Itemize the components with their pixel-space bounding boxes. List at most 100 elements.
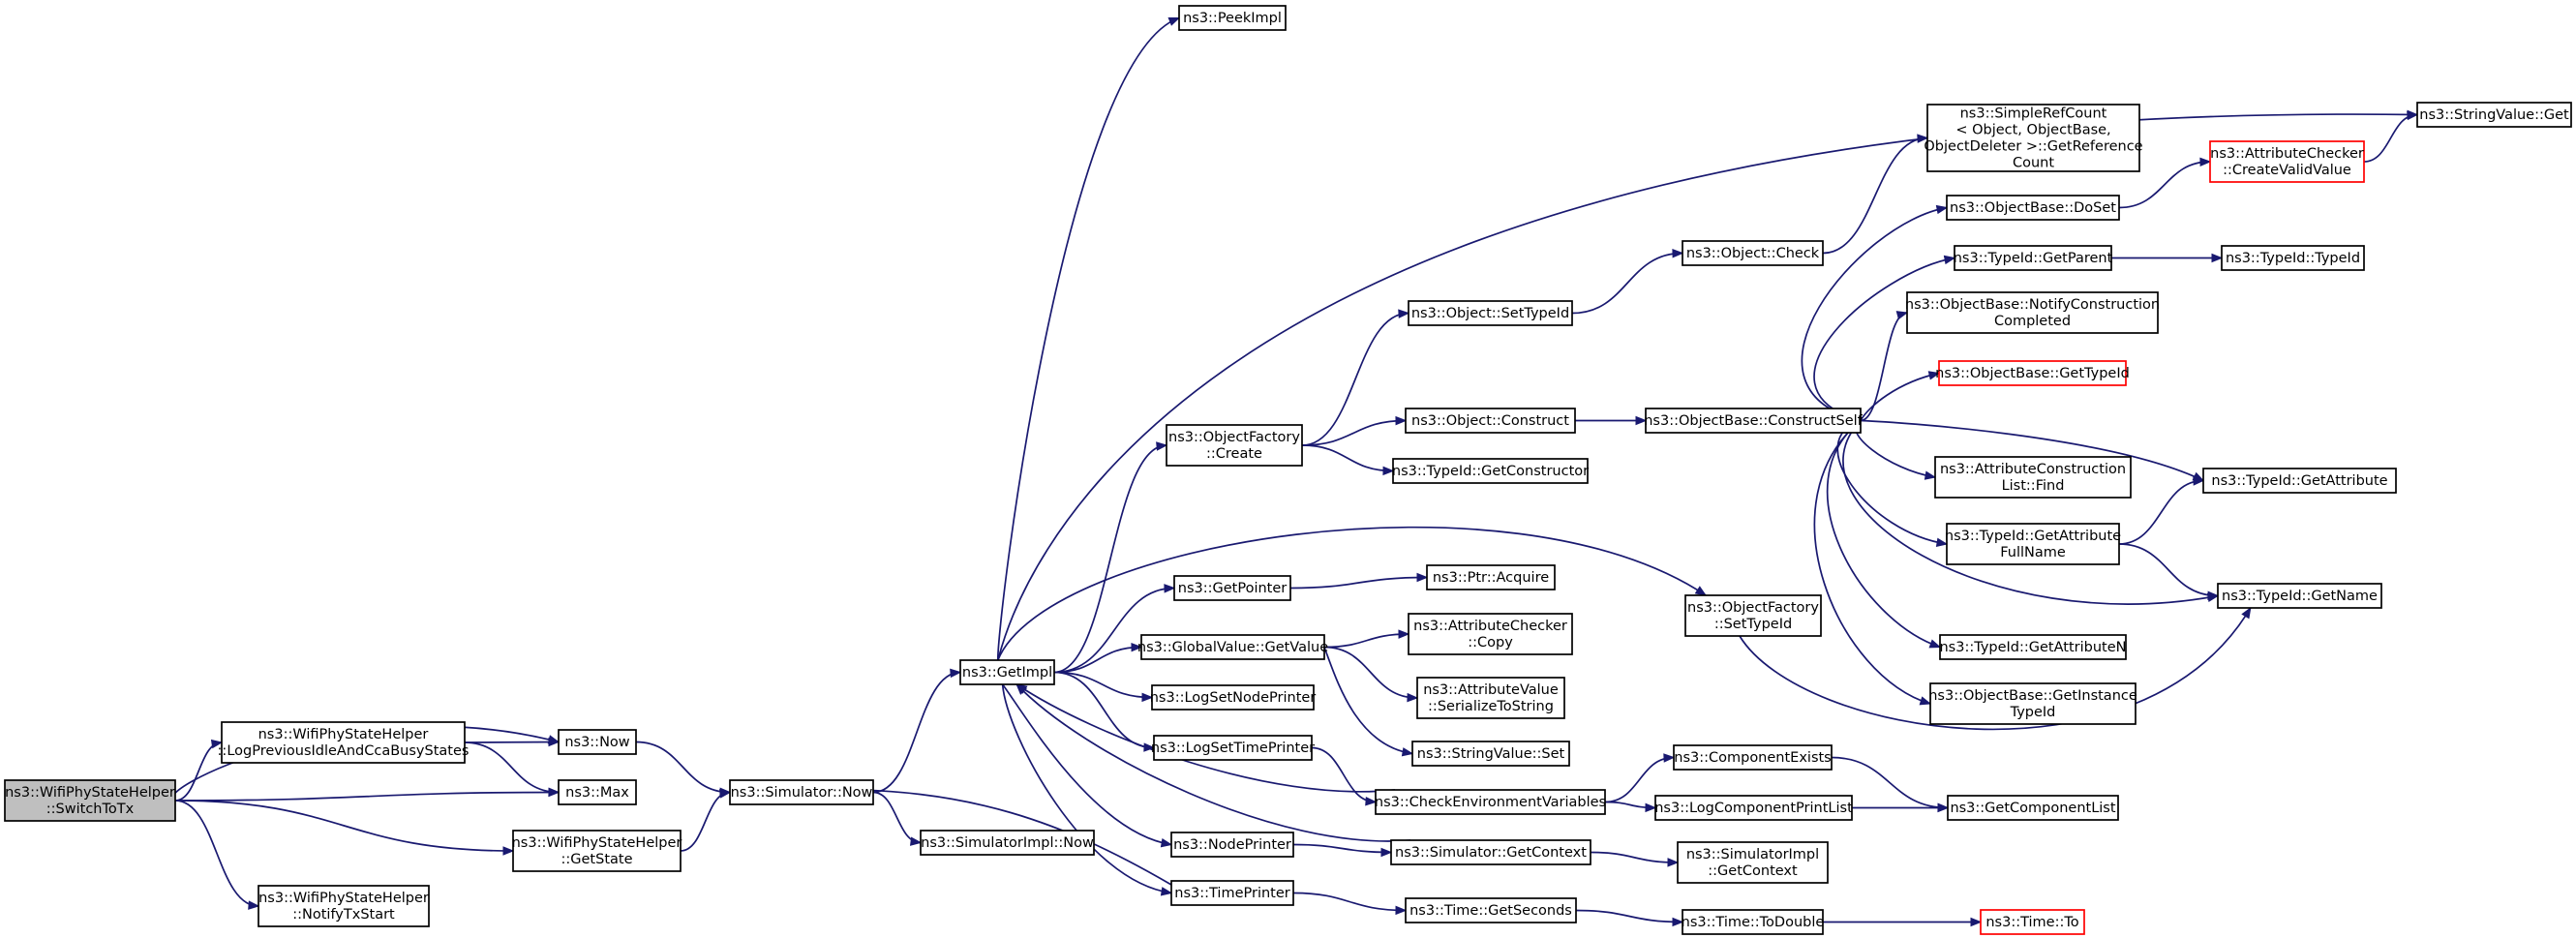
- node-box: [1677, 841, 1829, 884]
- node-ptracquire[interactable]: ns3::Ptr::Acquire: [1426, 564, 1556, 590]
- node-peekimpl[interactable]: ns3::PeekImpl: [1178, 5, 1287, 31]
- node-accreatevalid[interactable]: ns3::AttributeChecker::CreateValidValue: [2209, 140, 2365, 183]
- node-compexists[interactable]: ns3::ComponentExists: [1673, 744, 1833, 771]
- node-box: [2221, 245, 2365, 271]
- node-tidgetattrn[interactable]: ns3::TypeId::GetAttributeN: [1939, 634, 2127, 660]
- arrowhead: [1937, 802, 1950, 813]
- node-label: ns3::Time::ToDouble: [1682, 915, 1825, 930]
- node-timetodouble[interactable]: ns3::Time::ToDouble: [1682, 909, 1825, 935]
- node-logcompprint[interactable]: ns3::LogComponentPrintList: [1654, 795, 1853, 821]
- node-label: ns3::LogSetNodePrinter: [1150, 690, 1317, 706]
- node-objcheck[interactable]: ns3::Object::Check: [1682, 240, 1824, 266]
- edge-simnow-to-getimpl: [872, 668, 962, 794]
- edge-timeprinter-to-timegetseconds: [1292, 892, 1408, 916]
- node-box: [1946, 195, 2120, 221]
- node-gvgetvalue[interactable]: ns3::GlobalValue::GetValue: [1137, 634, 1328, 660]
- arrowhead: [2193, 476, 2205, 486]
- arrowhead: [1141, 692, 1154, 703]
- edge-getimpl-to-peekimpl: [996, 16, 1181, 661]
- node-box: [558, 729, 637, 755]
- node-getconstructor[interactable]: ns3::TypeId::GetConstructor: [1392, 458, 1589, 484]
- node-box: [959, 659, 1055, 685]
- node-ofsettypeid[interactable]: ns3::ObjectFactory::SetTypeId: [1684, 594, 1822, 637]
- node-timegetseconds[interactable]: ns3::Time::GetSeconds: [1405, 897, 1577, 923]
- node-label: ns3::WifiPhyStateHelper: [512, 835, 682, 851]
- node-box: [1426, 564, 1556, 590]
- node-simnow[interactable]: ns3::Simulator::Now: [729, 779, 874, 805]
- arrowhead: [210, 739, 224, 749]
- node-checkenv[interactable]: ns3::CheckEnvironmentVariables: [1375, 789, 1606, 815]
- node-objconstruct[interactable]: ns3::Object::Construct: [1405, 408, 1576, 434]
- node-nodeprinter[interactable]: ns3::NodePrinter: [1170, 832, 1294, 858]
- edge-line: [1860, 312, 1908, 422]
- node-svset[interactable]: ns3::StringValue::Set: [1411, 741, 1570, 767]
- node-tidgetname[interactable]: ns3::TypeId::GetName: [2217, 583, 2382, 609]
- edge-line: [1575, 909, 1683, 923]
- node-box: [1178, 5, 1287, 31]
- node-tidgetattribute[interactable]: ns3::TypeId::GetAttribute: [2202, 468, 2397, 494]
- edge-switchtotx-to-max: [174, 787, 561, 802]
- node-obconstructself[interactable]: ns3::ObjectBase::ConstructSelf: [1644, 408, 1864, 434]
- edge-line: [1739, 607, 2252, 731]
- node-simimplnow[interactable]: ns3::SimulatorImpl::Now: [920, 830, 1095, 856]
- node-box: [1151, 684, 1315, 711]
- node-label: Count: [2013, 156, 2054, 171]
- node-box: [1673, 744, 1833, 771]
- arrowhead: [1928, 639, 1942, 649]
- node-logprev[interactable]: ns3::WifiPhyStateHelper::LogPreviousIdle…: [218, 721, 470, 764]
- arrowhead: [1672, 249, 1684, 258]
- node-simgetcontext[interactable]: ns3::Simulator::GetContext: [1390, 839, 1591, 865]
- edge-line: [2118, 161, 2211, 209]
- node-getpointer[interactable]: ns3::GetPointer: [1173, 575, 1291, 601]
- node-max[interactable]: ns3::Max: [558, 779, 637, 805]
- node-notifytx[interactable]: ns3::WifiPhyStateHelper::NotifyTxStart: [258, 885, 430, 927]
- edge-obdoset-to-accreatevalid: [2118, 157, 2212, 209]
- node-ofcreate[interactable]: ns3::ObjectFactory::Create: [1166, 424, 1303, 467]
- node-simimplgetctx[interactable]: ns3::SimulatorImpl::GetContext: [1677, 841, 1829, 884]
- edge-line: [1822, 136, 1928, 255]
- edge-checkenv-to-logcompprint: [1604, 801, 1657, 813]
- node-timeto[interactable]: ns3::Time::To: [1980, 909, 2085, 935]
- node-logsettime[interactable]: ns3::LogSetTimePrinter: [1151, 735, 1315, 761]
- node-label: ns3::LogComponentPrintList: [1654, 801, 1853, 816]
- node-timeprinter[interactable]: ns3::TimePrinter: [1170, 880, 1294, 906]
- arrowhead: [1645, 802, 1657, 813]
- node-label: ::NotifyTxStart: [292, 907, 395, 923]
- node-logsetnode[interactable]: ns3::LogSetNodePrinter: [1150, 684, 1317, 711]
- node-now[interactable]: ns3::Now: [558, 729, 637, 755]
- edge-line: [1015, 683, 1396, 793]
- node-tidgetparent[interactable]: ns3::TypeId::GetParent: [1954, 245, 2113, 271]
- node-label: ns3::GetPointer: [1178, 581, 1288, 596]
- arrowhead: [1380, 847, 1393, 858]
- edge-tidgetattrfull-to-tidgetattribute: [2118, 476, 2205, 545]
- node-obgettypeid[interactable]: ns3::ObjectBase::GetTypeId: [1935, 360, 2130, 386]
- node-accopy[interactable]: ns3::AttributeChecker::Copy: [1408, 613, 1573, 655]
- node-objsettypeid[interactable]: ns3::Object::SetTypeId: [1408, 300, 1573, 326]
- edge-switchtotx-to-logprev: [174, 739, 224, 802]
- arrowhead: [548, 737, 561, 747]
- edge-line: [2118, 543, 2219, 597]
- arrowhead: [1919, 696, 1932, 706]
- node-getimpl[interactable]: ns3::GetImpl: [959, 659, 1055, 685]
- edge-logcompprint-to-getcomplist: [1852, 802, 1950, 813]
- edge-line: [174, 791, 560, 802]
- node-simplerefcount[interactable]: ns3::SimpleRefCount< Object, ObjectBase,…: [1924, 104, 2143, 172]
- node-obdoset[interactable]: ns3::ObjectBase::DoSet: [1946, 195, 2120, 221]
- node-avserialize[interactable]: ns3::AttributeValue::SerializeToString: [1416, 677, 1565, 719]
- edge-getpointer-to-ptracquire: [1289, 572, 1429, 590]
- node-switchtotx[interactable]: ns3::WifiPhyStateHelper::SwitchToTx: [4, 779, 176, 822]
- edge-line: [1001, 683, 1172, 846]
- node-getcomplist[interactable]: ns3::GetComponentList: [1947, 795, 2119, 821]
- node-getstate[interactable]: ns3::WifiPhyStateHelper::GetState: [512, 830, 682, 872]
- arrowhead: [909, 836, 923, 846]
- node-box: [1411, 741, 1570, 767]
- node-stringvalueget[interactable]: ns3::StringValue::Get: [2416, 102, 2572, 128]
- node-label: ns3::TypeId::GetAttribute: [1945, 529, 2121, 544]
- node-tidtypeid[interactable]: ns3::TypeId::TypeId: [2221, 245, 2365, 271]
- node-label: TypeId: [2010, 705, 2056, 720]
- node-obnotify[interactable]: ns3::ObjectBase::NotifyConstructionCompl…: [1905, 291, 2160, 334]
- edge-ofcreate-to-getconstructor: [1301, 444, 1395, 476]
